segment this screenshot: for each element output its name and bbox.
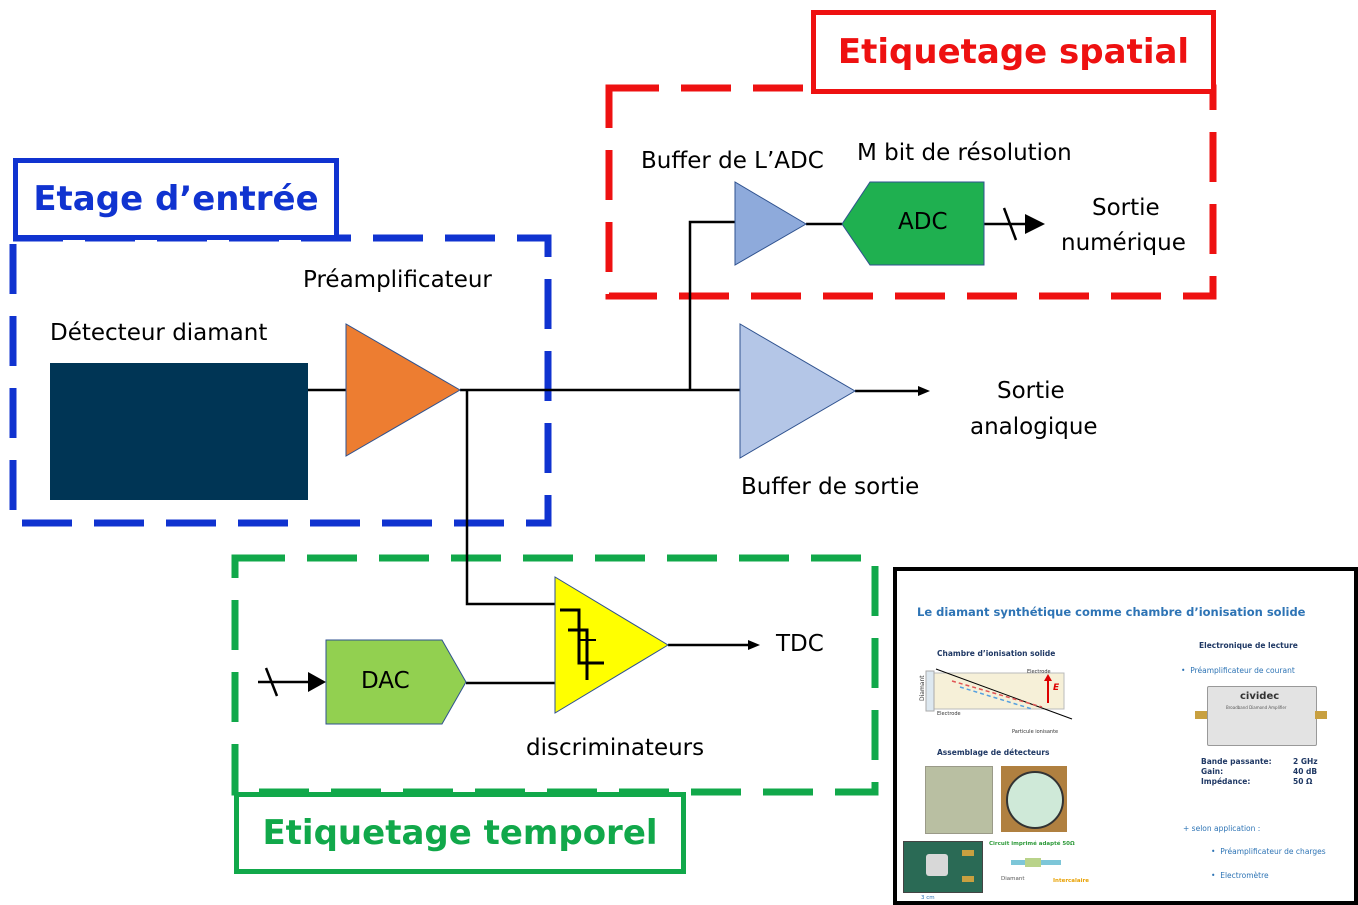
spec-key: Bande passante: bbox=[1201, 757, 1272, 766]
slide-title: Le diamant synthétique comme chambre d’i… bbox=[917, 605, 1306, 619]
input-stage-title: Etage d’entrée bbox=[13, 158, 339, 240]
preamp-label: Préamplificateur bbox=[303, 267, 492, 293]
connector-left bbox=[1195, 711, 1207, 719]
electronics-title: Electronique de lecture bbox=[1199, 641, 1298, 650]
field-label: E bbox=[1053, 683, 1060, 693]
arrow-tdc bbox=[748, 640, 760, 650]
ionization-chamber-sketch bbox=[925, 668, 1073, 720]
bullet-electrometer-text: Electromètre bbox=[1220, 871, 1269, 880]
temporal-stage-title: Etiquetage temporel bbox=[234, 792, 686, 874]
hysteresis-icon bbox=[560, 608, 604, 680]
particle-label: Particule ionisante bbox=[1012, 729, 1059, 735]
diamond-label: Diamant bbox=[919, 675, 926, 701]
input-stage-box bbox=[9, 234, 552, 527]
dac-block bbox=[325, 639, 467, 725]
digital-output-line1: Sortie bbox=[1092, 195, 1160, 221]
discriminator-triangle bbox=[554, 576, 669, 714]
spec-value: 40 dB bbox=[1293, 767, 1318, 776]
bullet-current-preamp: • Préamplificateur de courant bbox=[1181, 666, 1295, 675]
arrow-analog-out bbox=[918, 386, 930, 396]
brand-sub: Broadband Diamond Amplifier bbox=[1226, 705, 1287, 710]
bus-slash-adc bbox=[1002, 207, 1018, 241]
dac-label: DAC bbox=[361, 668, 410, 694]
wire-to-adc-buffer bbox=[688, 220, 735, 390]
discriminator-label: discriminateurs bbox=[526, 735, 705, 761]
analog-output-line1: Sortie bbox=[997, 378, 1065, 404]
bullet-charge-preamp: • Préamplificateur de charges bbox=[1211, 847, 1326, 856]
spec-value: 2 GHz bbox=[1293, 757, 1318, 766]
adc-label: ADC bbox=[898, 209, 948, 235]
slide-thumbnail: Le diamant synthétique comme chambre d’i… bbox=[893, 567, 1358, 905]
adc-resolution-label: M bit de résolution bbox=[857, 140, 1072, 166]
assembly-title: Assemblage de détecteurs bbox=[937, 748, 1050, 757]
output-buffer-triangle bbox=[739, 323, 856, 459]
spec-key: Gain: bbox=[1201, 767, 1224, 776]
spacer-sketch bbox=[1011, 858, 1061, 867]
spec-row: Impédance: 50 Ω bbox=[1201, 777, 1318, 787]
arrow-dac-in bbox=[308, 672, 326, 692]
amplifier-photo: cividec Broadband Diamond Amplifier bbox=[1207, 686, 1317, 746]
adc-block bbox=[841, 181, 985, 266]
bullet-electrometer: • Electromètre bbox=[1211, 871, 1269, 880]
wire-to-discriminator bbox=[465, 390, 555, 606]
spec-value: 50 Ω bbox=[1293, 777, 1313, 786]
detector-block bbox=[50, 363, 308, 500]
scale-label: 3 cm bbox=[921, 895, 935, 901]
electrode-bottom: Electrode bbox=[937, 711, 961, 717]
electrode-top: Electrode bbox=[1027, 669, 1051, 675]
analog-output-line2: analogique bbox=[970, 414, 1098, 440]
spec-key: Impédance: bbox=[1201, 777, 1251, 786]
selon-label: + selon application : bbox=[1183, 824, 1261, 833]
brand-label: cividec bbox=[1240, 691, 1280, 702]
bullet-current-preamp-text: Préamplificateur de courant bbox=[1190, 666, 1295, 675]
bullet-charge-preamp-text: Préamplificateur de charges bbox=[1220, 847, 1326, 856]
detector-label: Détecteur diamant bbox=[50, 320, 268, 346]
diamant-label: Diamant bbox=[1001, 876, 1025, 882]
tdc-label: TDC bbox=[776, 631, 824, 657]
spec-row: Bande passante: 2 GHz bbox=[1201, 757, 1318, 767]
spacer-label: Intercalaire bbox=[1053, 878, 1089, 884]
detector-square-photo bbox=[925, 766, 993, 834]
bus-slash-dac bbox=[264, 667, 279, 697]
detector-disc-photo bbox=[1001, 766, 1067, 832]
spec-list: Bande passante: 2 GHz Gain: 40 dB Impéda… bbox=[1201, 757, 1318, 787]
adc-buffer-triangle bbox=[734, 181, 807, 266]
connector-right bbox=[1315, 711, 1327, 719]
pcb-photo bbox=[903, 841, 983, 893]
spatial-stage-title: Etiquetage spatial bbox=[811, 10, 1216, 94]
spec-row: Gain: 40 dB bbox=[1201, 767, 1318, 777]
adc-buffer-label: Buffer de L’ADC bbox=[641, 148, 824, 174]
pcb-label: Circuit imprimé adapté 50Ω bbox=[989, 841, 1075, 847]
output-buffer-label: Buffer de sortie bbox=[741, 474, 920, 500]
preamp-triangle bbox=[345, 323, 461, 457]
chamber-title: Chambre d’ionisation solide bbox=[937, 649, 1056, 658]
digital-output-line2: numérique bbox=[1061, 230, 1186, 256]
arrow-adc-out bbox=[1025, 214, 1045, 234]
